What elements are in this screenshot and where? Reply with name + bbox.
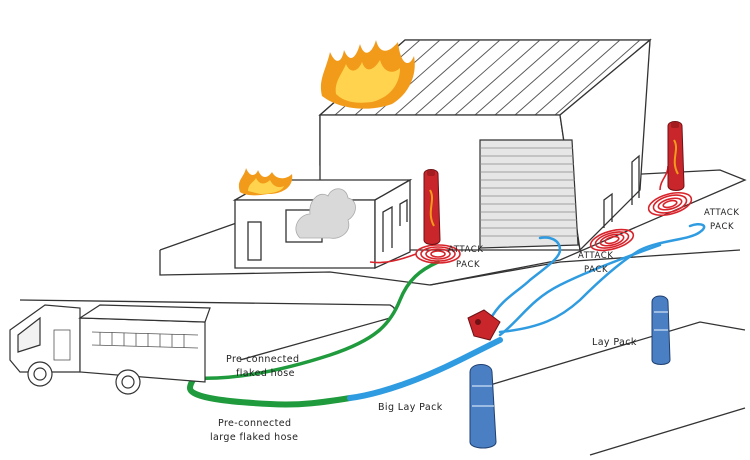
- attack-hose-coil-mid: [589, 228, 635, 252]
- lay-pack-icon: [469, 364, 497, 449]
- attack-hose-coil-right: [647, 165, 693, 217]
- attack-pack-left-label-line2: PACK: [456, 260, 480, 270]
- attack-pack-icon: [667, 121, 685, 191]
- lay-pack-icon: [651, 295, 671, 365]
- smoke-icon: [295, 188, 356, 239]
- fire-icon: [238, 168, 293, 196]
- preconnected-flaked-label-line1: Pre-connected: [226, 354, 299, 365]
- attack-pack-mid-label-line2: PACK: [584, 265, 608, 275]
- attack-pack-icon: [423, 169, 441, 245]
- preconnected-large-label-line2: large flaked hose: [210, 432, 298, 443]
- attack-pack-mid-label-line1: ATTACK: [578, 251, 614, 261]
- fire-truck-icon: [9, 304, 211, 395]
- attack-pack-right-label-line2: PACK: [710, 222, 734, 232]
- fire-icon: [320, 40, 415, 109]
- attack-hose-coil-left: [369, 244, 461, 264]
- garage-door: [479, 139, 579, 249]
- preconnected-large-label-line1: Pre-connected: [218, 418, 291, 429]
- nozzle-icon: [467, 309, 501, 341]
- preconnected-flaked-label-line2: flaked hose: [236, 368, 295, 379]
- lay-pack-label: Lay Pack: [592, 337, 637, 348]
- big-lay-pack-label: Big Lay Pack: [378, 402, 443, 413]
- attack-pack-left-label-line1: ATTACK: [448, 245, 484, 255]
- attack-pack-right-label-line1: ATTACK: [704, 208, 740, 218]
- blue-hose: [347, 223, 706, 401]
- callout-labels: ATTACK PACK ATTACK PACK ATTACK PACK Lay …: [210, 208, 740, 443]
